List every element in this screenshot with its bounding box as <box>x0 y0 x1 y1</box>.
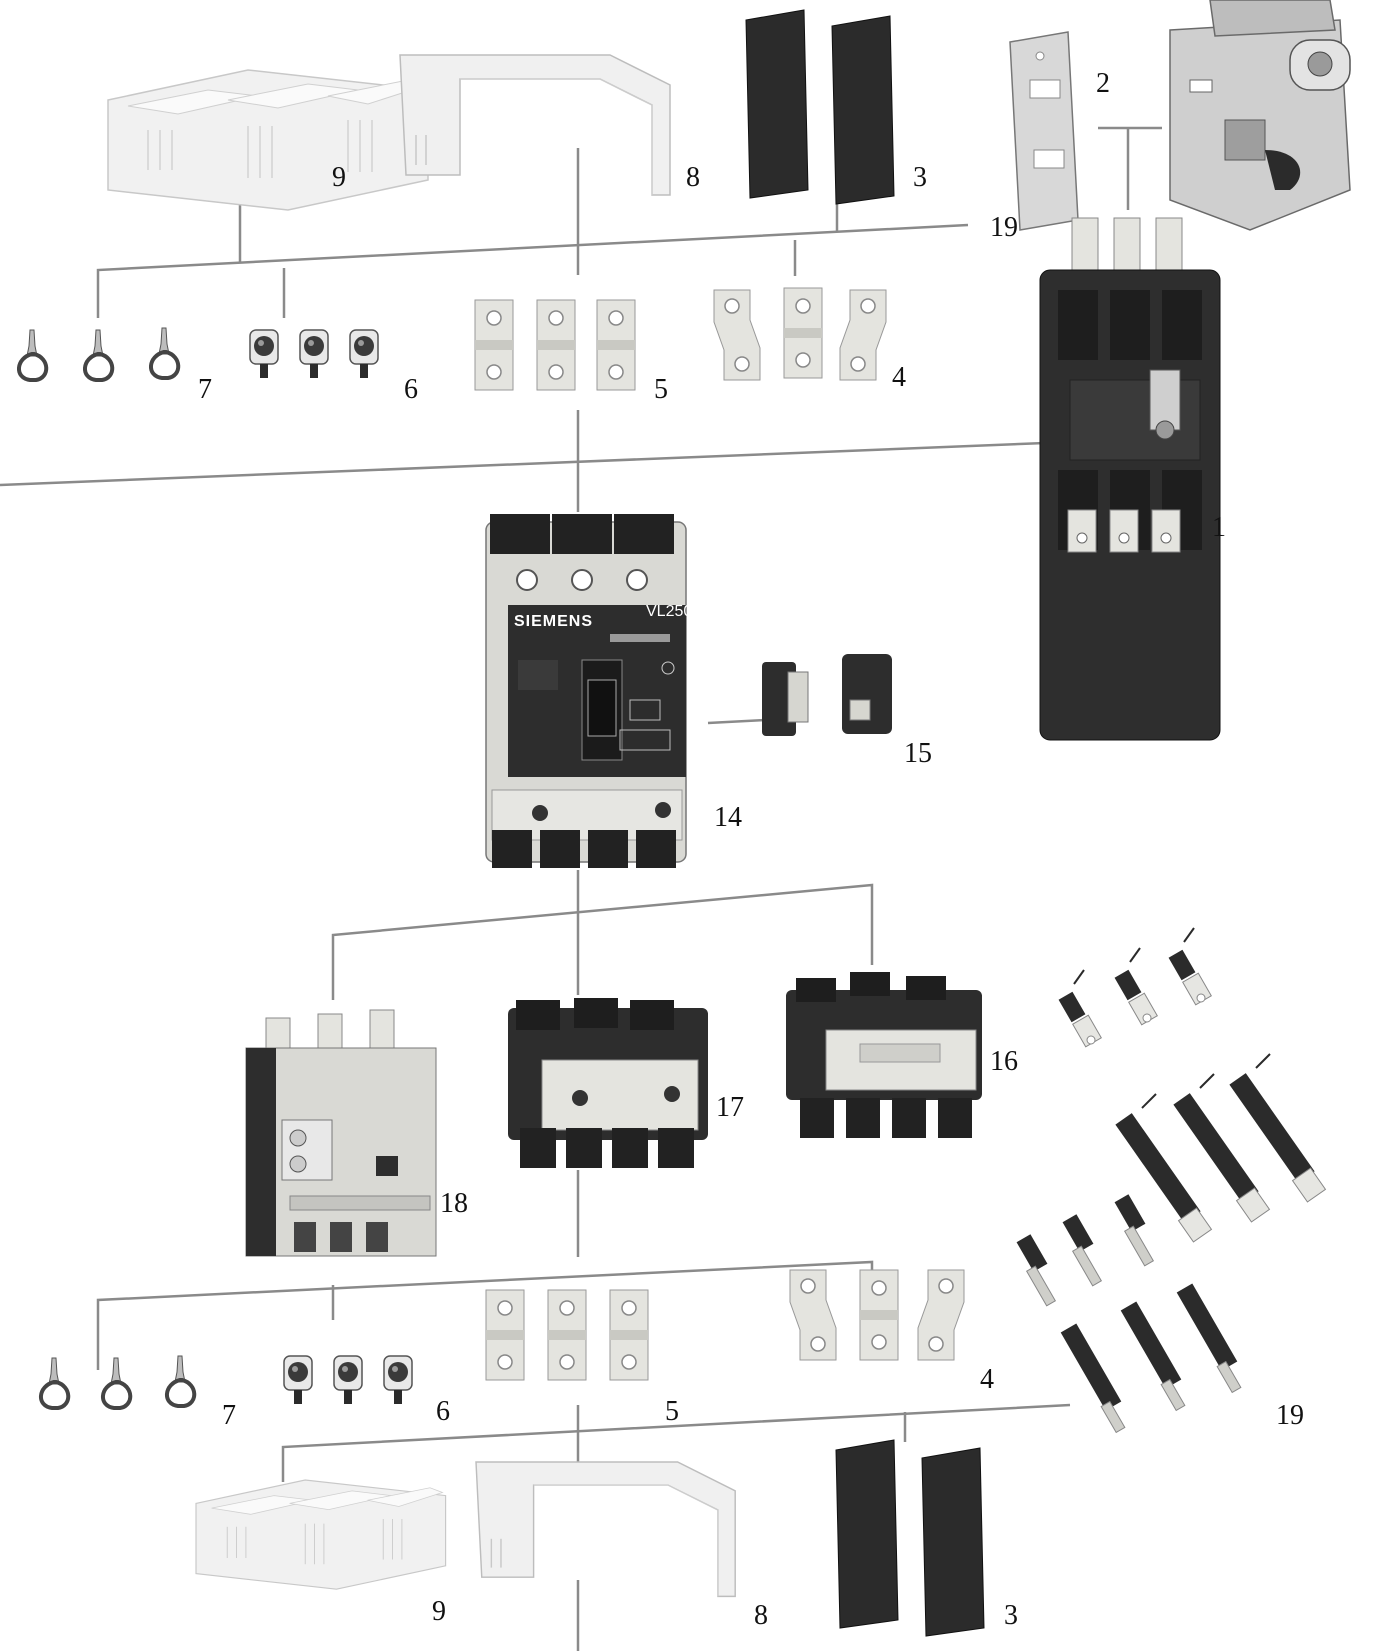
label-19-bottom: 19 <box>1276 1400 1304 1431</box>
mounting-plate-part-2 <box>1010 32 1078 230</box>
label-4-bottom: 4 <box>980 1364 994 1395</box>
box-terminals-part-6-top <box>250 330 378 378</box>
cable-lugs-part-7-bottom <box>41 1356 194 1408</box>
label-7-top: 7 <box>198 374 212 405</box>
label-2: 2 <box>1096 68 1110 99</box>
plug-in-contacts-short <box>1059 928 1212 1047</box>
terminal-cover-part-9-bottom <box>196 1480 446 1589</box>
brand-siemens: SIEMENS <box>514 613 593 630</box>
electronic-trip-unit-part-16 <box>786 972 982 1138</box>
offset-busbars-part-4-bottom <box>790 1270 964 1360</box>
label-8-top: 8 <box>686 162 700 193</box>
label-3-bottom: 3 <box>1004 1600 1018 1631</box>
insulating-plates-part-3-top <box>746 10 894 204</box>
label-6-bottom: 6 <box>436 1396 450 1427</box>
label-1: 1 <box>1212 512 1226 543</box>
label-6-top: 6 <box>404 374 418 405</box>
offset-busbars-part-4-top <box>714 288 886 380</box>
busbar-connectors-part-5-bottom <box>486 1290 648 1380</box>
rotary-mechanism-part-2 <box>1170 0 1350 230</box>
label-7-bottom: 7 <box>222 1400 236 1431</box>
label-16: 16 <box>990 1046 1018 1077</box>
label-4-top: 4 <box>892 362 906 393</box>
label-9-bottom: 9 <box>432 1596 446 1627</box>
auxiliary-switches-part-15 <box>762 654 892 736</box>
plug-in-contacts-long <box>1115 1054 1325 1242</box>
label-14: 14 <box>714 802 742 833</box>
plug-in-base-part-1 <box>1040 218 1220 740</box>
terminal-cover-part-9-top <box>108 70 428 210</box>
label-18: 18 <box>440 1188 468 1219</box>
label-5-top: 5 <box>654 374 668 405</box>
label-9-top: 9 <box>332 162 346 193</box>
residual-current-module-part-18 <box>246 1010 436 1256</box>
busbar-connectors-part-5-top <box>475 300 635 390</box>
insulating-plates-part-3-bottom <box>836 1440 984 1636</box>
phase-barrier-part-8-top <box>400 55 670 195</box>
label-8-bottom: 8 <box>754 1600 768 1631</box>
label-19-top: 19 <box>990 212 1018 243</box>
label-3-top: 3 <box>913 162 927 193</box>
trip-unit-part-17 <box>508 998 708 1168</box>
box-terminals-part-6-bottom <box>284 1356 412 1404</box>
cable-lugs-part-7-top <box>19 328 178 380</box>
label-17: 17 <box>716 1092 744 1123</box>
label-5-bottom: 5 <box>665 1396 679 1427</box>
phase-barrier-part-8-bottom <box>476 1462 735 1596</box>
label-15: 15 <box>904 738 932 769</box>
model-vl250: VL250 <box>646 603 692 620</box>
circuit-breaker-part-14: SIEMENS VL250 <box>486 514 692 868</box>
